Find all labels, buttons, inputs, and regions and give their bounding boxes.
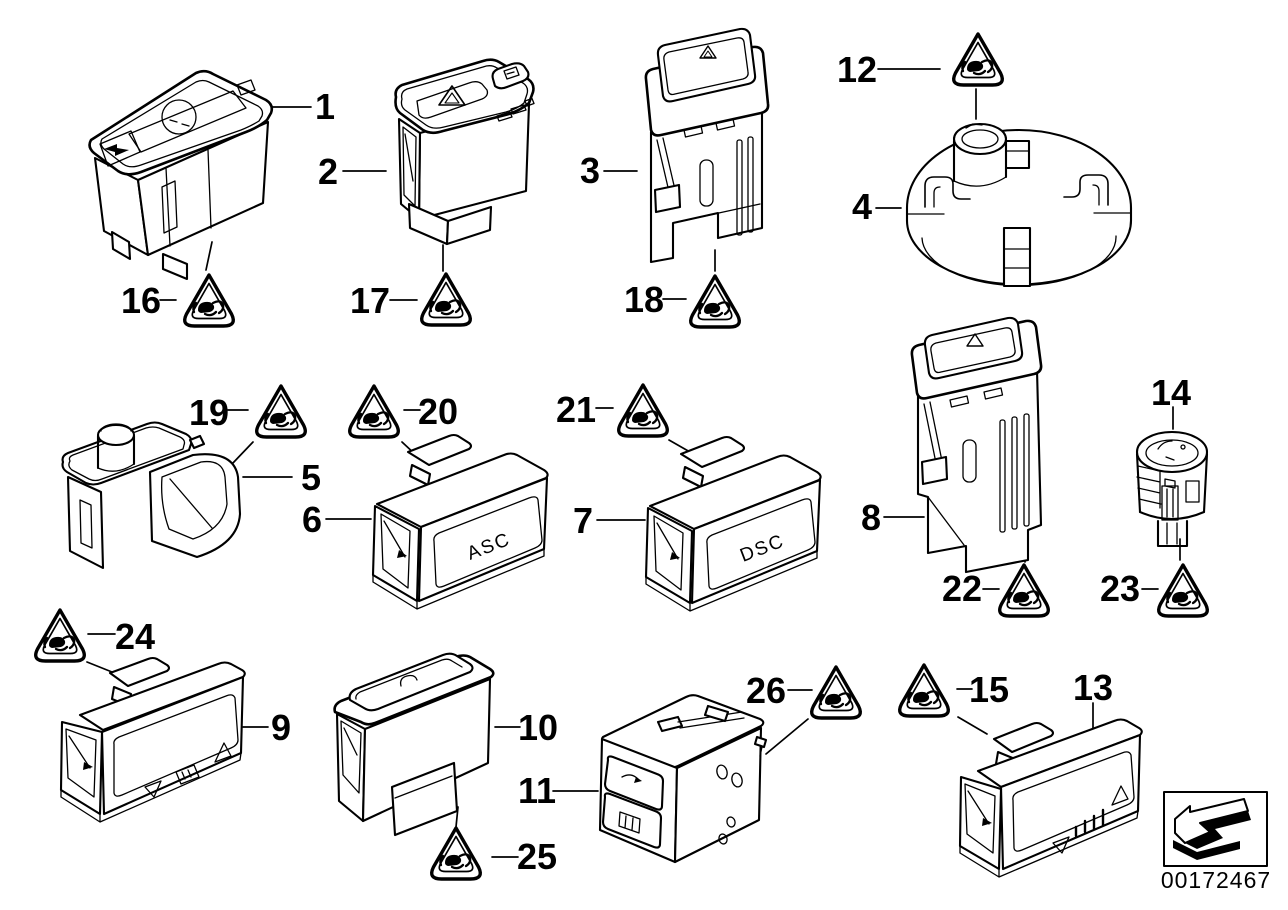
warning-triangle-21-icon: [617, 383, 669, 438]
warning-triangle-26-icon: [810, 665, 862, 720]
callout-7: 7: [573, 500, 593, 541]
callout-6: 6: [302, 499, 322, 540]
callout-18: 18: [624, 279, 664, 320]
part-illustration-14: [1135, 430, 1209, 548]
warning-triangle-24-icon: [34, 608, 87, 663]
part-illustration-5: [61, 421, 242, 570]
part-illustration-7-dsc-switch: DSC: [644, 435, 822, 612]
callout-2: 2: [318, 151, 338, 192]
callout-21: 21: [556, 389, 596, 430]
warning-triangle-25-icon: [430, 826, 482, 881]
part-illustration-13: [958, 718, 1143, 878]
callout-19: 19: [189, 392, 229, 433]
warning-triangle-17-icon: [420, 272, 472, 327]
warning-triangle-20-icon: [348, 384, 400, 439]
callout-8: 8: [861, 497, 881, 538]
callout-14: 14: [1151, 372, 1191, 413]
callout-25: 25: [517, 836, 557, 877]
warning-triangle-22-icon: [998, 563, 1051, 618]
callout-5: 5: [301, 457, 321, 498]
part-illustration-9: [59, 656, 246, 823]
part-illustration-1: [88, 69, 274, 281]
part-number: 00172467: [1161, 867, 1271, 893]
callout-26: 26: [746, 670, 786, 711]
part-illustration-4: [905, 122, 1133, 288]
warning-triangle-23-icon: [1156, 563, 1210, 618]
callout-1: 1: [315, 86, 335, 127]
callout-10: 10: [518, 707, 558, 748]
warning-triangle-12-icon: [952, 32, 1004, 87]
part-illustration-10: [333, 652, 495, 837]
direction-arrow-icon: [1173, 798, 1251, 860]
callout-20: 20: [418, 391, 458, 432]
callout-3: 3: [580, 150, 600, 191]
callout-9: 9: [271, 707, 291, 748]
warning-triangle-19-icon: [255, 384, 307, 439]
callout-17: 17: [350, 280, 390, 321]
callout-11: 11: [518, 770, 556, 811]
callout-15: 15: [969, 669, 1009, 710]
part-illustration-8: [910, 316, 1043, 574]
part-illustration-11: [598, 694, 768, 864]
part-illustration-3: [644, 27, 770, 264]
callout-16: 16: [121, 280, 161, 321]
callout-12: 12: [837, 49, 877, 90]
part-illustration-2: [394, 58, 535, 246]
callout-22: 22: [942, 568, 982, 609]
part-illustration-6-asc-switch: ASC: [371, 433, 549, 610]
leader-lines: [86, 68, 1181, 858]
callout-13: 13: [1073, 667, 1113, 708]
callout-4: 4: [852, 186, 872, 227]
warning-triangle-18-icon: [689, 274, 741, 329]
photo-direction-box[interactable]: [1163, 791, 1268, 867]
warning-triangle-16-icon: [182, 273, 236, 328]
warning-triangle-15-icon: [898, 663, 950, 718]
callout-24: 24: [115, 616, 155, 657]
callout-23: 23: [1100, 568, 1140, 609]
